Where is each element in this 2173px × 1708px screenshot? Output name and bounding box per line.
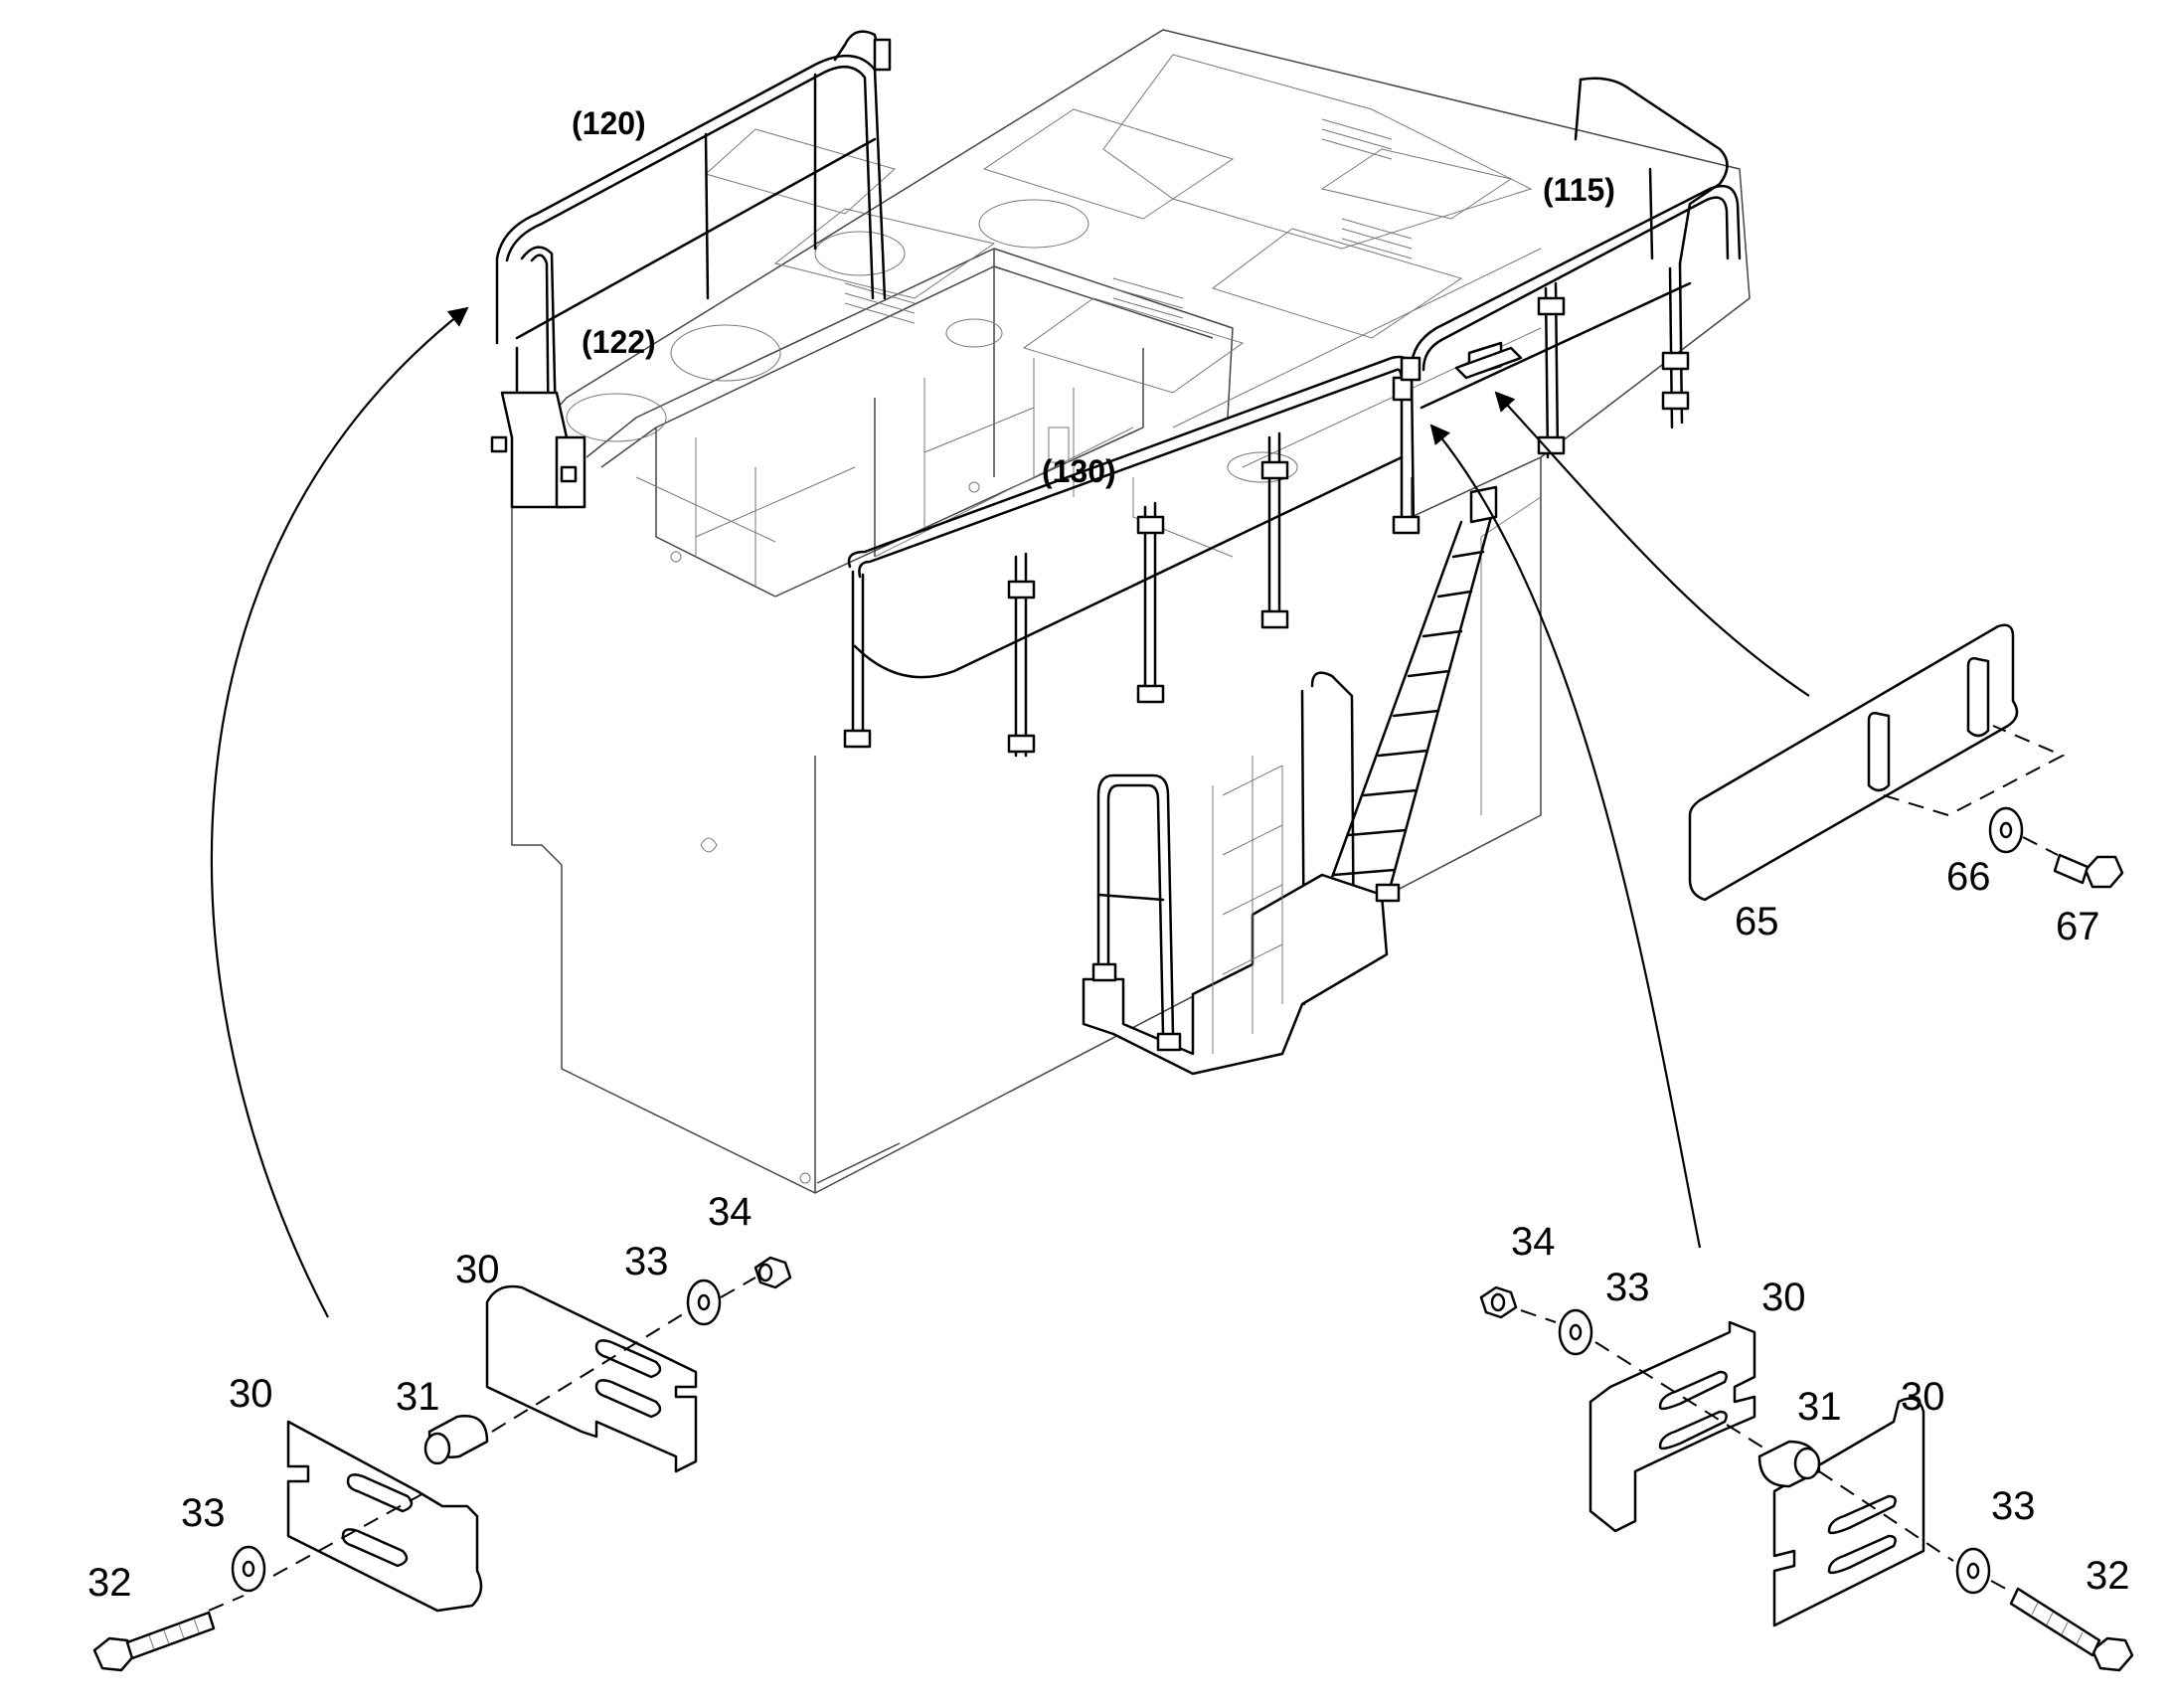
group-label-120: (120) <box>572 105 646 141</box>
callout-32-right: 32 <box>2086 1554 2130 1598</box>
assembly-labels: (120) (115) (122) (130) <box>572 105 1615 489</box>
railing-assembly-120 <box>490 30 892 509</box>
callout-66: 66 <box>1946 855 1991 899</box>
group-label-122: (122) <box>582 324 656 360</box>
callout-33-right-upper: 33 <box>1605 1266 1650 1309</box>
callout-31-right: 31 <box>1797 1385 1842 1429</box>
callout-34-right: 34 <box>1511 1220 1556 1264</box>
callout-30-left-near: 30 <box>229 1372 273 1416</box>
railing-assembly-115 <box>1400 77 1742 459</box>
callout-32-left: 32 <box>87 1561 132 1605</box>
clamp-detail-left <box>92 1256 792 1672</box>
group-label-130: (130) <box>1042 453 1116 489</box>
callout-65: 65 <box>1735 900 1779 943</box>
plate-detail <box>1688 623 2124 902</box>
part-callouts: 30 30 30 30 31 31 32 32 33 33 33 33 34 3… <box>87 855 2130 1605</box>
callout-30-right-near: 30 <box>1761 1276 1806 1319</box>
railing-assembly-130 <box>843 355 1421 758</box>
callout-33-left-lower: 33 <box>181 1491 226 1535</box>
callout-30-left-far: 30 <box>455 1248 500 1291</box>
group-label-115: (115) <box>1543 172 1615 208</box>
clamp-detail-right <box>1479 1285 2134 1672</box>
callout-31-left: 31 <box>396 1375 440 1419</box>
callout-33-left-upper: 33 <box>624 1240 669 1283</box>
leader-curves <box>210 306 1810 1318</box>
step-frame <box>1082 671 1401 1076</box>
callout-33-right-lower: 33 <box>1991 1484 2036 1528</box>
callout-30-right-far: 30 <box>1901 1375 1945 1419</box>
callout-34-left: 34 <box>708 1190 752 1234</box>
callout-67: 67 <box>2056 905 2100 948</box>
